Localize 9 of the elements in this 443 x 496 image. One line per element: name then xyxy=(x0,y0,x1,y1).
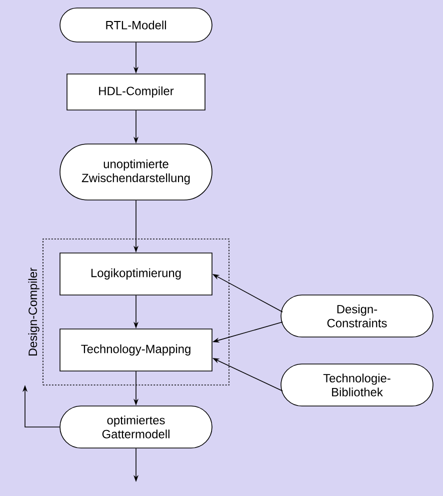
terminal-pill: unoptimierte Zwischendarstellung xyxy=(60,144,212,200)
terminal-pill: RTL-Modell xyxy=(60,8,212,42)
group-label: Design-Compiler xyxy=(28,268,40,356)
terminal-pill: Design- Constraints xyxy=(280,294,434,338)
terminal-pill: Technologie- Bibliothek xyxy=(280,364,434,406)
process-box: Logikoptimierung xyxy=(60,252,212,296)
process-box: Technology-Mapping xyxy=(60,328,212,372)
process-box: HDL-Compiler xyxy=(66,74,206,110)
terminal-pill: optimiertes Gattermodell xyxy=(60,406,212,448)
